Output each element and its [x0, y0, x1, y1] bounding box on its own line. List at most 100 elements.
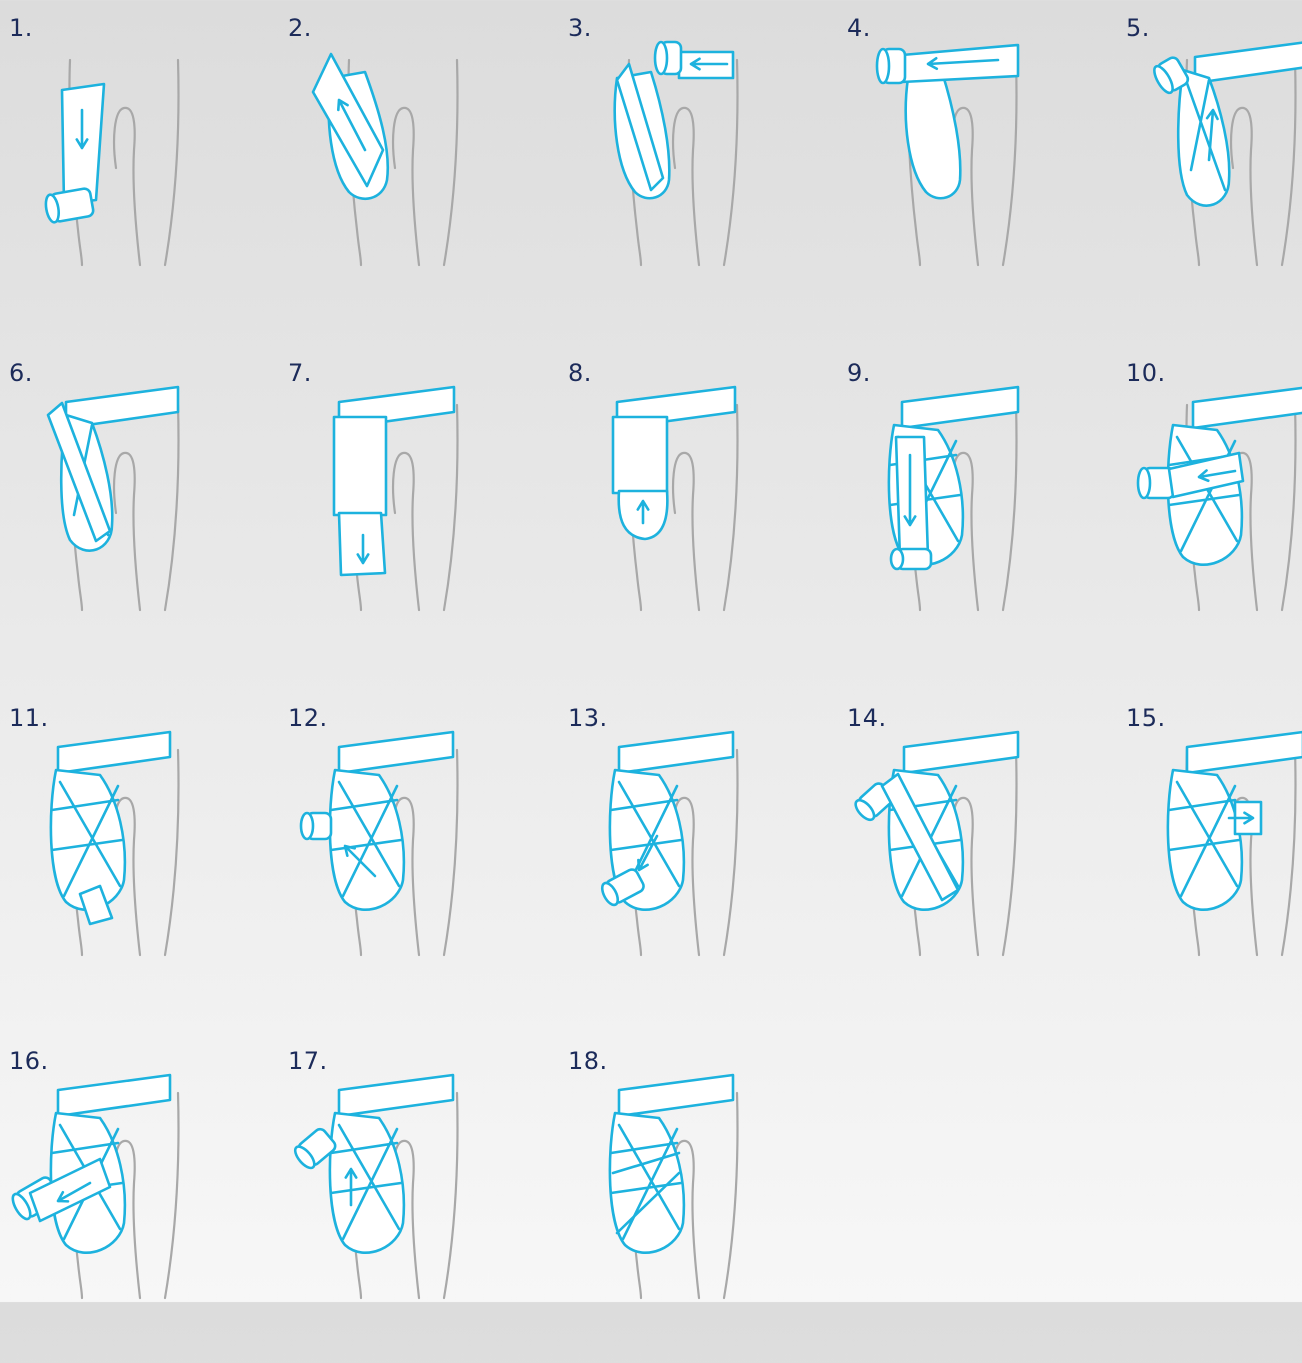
wrap-band	[613, 417, 667, 493]
leg-outline	[673, 108, 699, 265]
wrapped-tape	[51, 770, 125, 910]
leg-outline	[165, 750, 178, 955]
hip-band	[1195, 42, 1302, 83]
step-number: 6.	[9, 359, 33, 387]
step-12: 12.	[279, 690, 579, 1020]
hip-band	[339, 1075, 453, 1116]
bandage-step-8-icon	[559, 345, 859, 675]
leg-outline	[444, 405, 457, 610]
tape-strip	[906, 72, 961, 198]
leg-outline	[673, 453, 699, 610]
leg-outline	[724, 1093, 737, 1298]
hip-band	[58, 732, 170, 773]
step-4: 4.	[838, 0, 1138, 330]
leg-outline	[724, 750, 737, 955]
bandage-step-16-icon	[0, 1033, 300, 1363]
step-number: 8.	[568, 359, 592, 387]
step-number: 4.	[847, 14, 871, 42]
step-10: 10.	[1117, 345, 1302, 675]
hip-band	[619, 732, 733, 773]
leg-outline	[724, 60, 737, 265]
leg-outline	[165, 405, 178, 610]
tape-roll	[655, 42, 681, 74]
wrapped-tape	[330, 770, 404, 910]
bandage-step-4-icon	[838, 0, 1138, 330]
hip-band	[1187, 732, 1302, 773]
leg-outline	[724, 405, 737, 610]
leg-outline	[444, 750, 457, 955]
hip-band	[339, 732, 453, 773]
bandage-step-12-icon	[279, 690, 579, 1020]
bandage-step-2-icon	[279, 0, 579, 330]
wrapped-tape	[610, 1113, 684, 1253]
bandage-step-6-icon	[0, 345, 300, 675]
tape-roll	[301, 813, 331, 839]
bandage-step-10-icon	[1117, 345, 1302, 675]
leg-outline	[1282, 750, 1295, 955]
bandage-step-9-icon	[838, 345, 1138, 675]
wrap-band	[334, 417, 386, 515]
step-number: 18.	[568, 1047, 608, 1075]
step-7: 7.	[279, 345, 579, 675]
step-number: 16.	[9, 1047, 49, 1075]
step-number: 14.	[847, 704, 887, 732]
step-9: 9.	[838, 345, 1138, 675]
bandage-step-17-icon	[279, 1033, 579, 1363]
wrapped-tape	[1168, 770, 1242, 910]
hip-band	[1193, 387, 1302, 428]
leg-outline	[1003, 750, 1016, 955]
tape-roll	[877, 49, 905, 83]
step-11: 11.	[0, 690, 300, 1020]
step-number: 7.	[288, 359, 312, 387]
tape-roll	[891, 549, 931, 569]
step-number: 10.	[1126, 359, 1166, 387]
step-15: 15.	[1117, 690, 1302, 1020]
hip-band	[619, 1075, 733, 1116]
step-number: 9.	[847, 359, 871, 387]
hip-band	[58, 1075, 170, 1116]
bandage-step-15-icon	[1117, 690, 1302, 1020]
leg-outline	[1282, 60, 1295, 265]
tape-strip	[896, 437, 928, 559]
covered-pouch	[1178, 70, 1229, 206]
tape-roll	[44, 188, 94, 224]
wrapped-tape	[330, 1113, 404, 1253]
leg-outline	[1231, 108, 1257, 265]
hip-band	[904, 732, 1018, 773]
step-6: 6.	[0, 345, 300, 675]
leg-outline	[393, 453, 419, 610]
step-number: 13.	[568, 704, 608, 732]
leg-outline	[1282, 405, 1295, 610]
step-3: 3.	[559, 0, 859, 330]
step-17: 17.	[279, 1033, 579, 1363]
bandage-step-14-icon	[838, 690, 1138, 1020]
leg-outline	[114, 453, 140, 610]
bandage-step-11-icon	[0, 690, 300, 1020]
step-8: 8.	[559, 345, 859, 675]
step-number: 5.	[1126, 14, 1150, 42]
step-14: 14.	[838, 690, 1138, 1020]
step-number: 3.	[568, 14, 592, 42]
leg-outline	[165, 1093, 178, 1298]
step-13: 13.	[559, 690, 859, 1020]
bandage-step-1-icon	[0, 0, 300, 330]
step-number: 15.	[1126, 704, 1166, 732]
step-16: 16.	[0, 1033, 300, 1363]
step-18: 18.	[559, 1033, 859, 1363]
hip-band	[902, 387, 1018, 428]
hip-band	[902, 45, 1018, 82]
bandage-step-3-icon	[559, 0, 859, 330]
bandage-step-5-icon	[1117, 0, 1302, 330]
bandage-step-7-icon	[279, 345, 579, 675]
bandage-step-18-icon	[559, 1033, 859, 1363]
step-number: 2.	[288, 14, 312, 42]
leg-outline	[1003, 60, 1016, 265]
leg-outline	[393, 108, 419, 265]
step-number: 12.	[288, 704, 328, 732]
leg-outline	[165, 60, 178, 265]
leg-outline	[114, 108, 140, 265]
step-number: 11.	[9, 704, 49, 732]
step-number: 17.	[288, 1047, 328, 1075]
step-2: 2.	[279, 0, 579, 330]
leg-outline	[444, 60, 457, 265]
